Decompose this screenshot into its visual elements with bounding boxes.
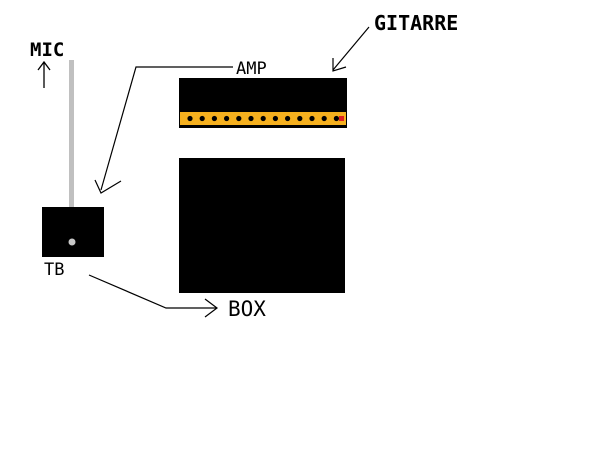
amp-knob-row [187, 115, 339, 122]
amp-knob-icon [199, 115, 205, 122]
gitarre-label: GITARRE [374, 11, 458, 35]
tb-label: TB [44, 260, 64, 280]
mic-arrow-icon [37, 60, 51, 88]
amp-knob-icon [309, 115, 315, 122]
gitarre-to-amp-arrow-icon [332, 26, 370, 72]
tb-to-box-arrow-icon [88, 274, 218, 318]
tb-knob-icon [68, 238, 76, 246]
amp-knob-icon [285, 115, 291, 122]
amp-knob-icon [272, 115, 278, 122]
amp-knob-icon [224, 115, 230, 122]
amp-to-tb-arrow-icon [94, 66, 233, 194]
tb-device [42, 207, 104, 257]
amp-power-led-icon [339, 116, 344, 121]
amp-knob-icon [333, 115, 339, 122]
amp-knob-icon [211, 115, 217, 122]
box-label: BOX [228, 297, 266, 321]
amp-knob-icon [321, 115, 327, 122]
amp-label: AMP [236, 59, 267, 79]
amp-knob-icon [236, 115, 242, 122]
speaker-box [179, 158, 345, 293]
amp-knob-icon [297, 115, 303, 122]
mic-label: MIC [30, 39, 64, 61]
amp-knob-icon [248, 115, 254, 122]
amp-knob-icon [260, 115, 266, 122]
mic-stand [69, 60, 74, 209]
amp-knob-icon [187, 115, 193, 122]
